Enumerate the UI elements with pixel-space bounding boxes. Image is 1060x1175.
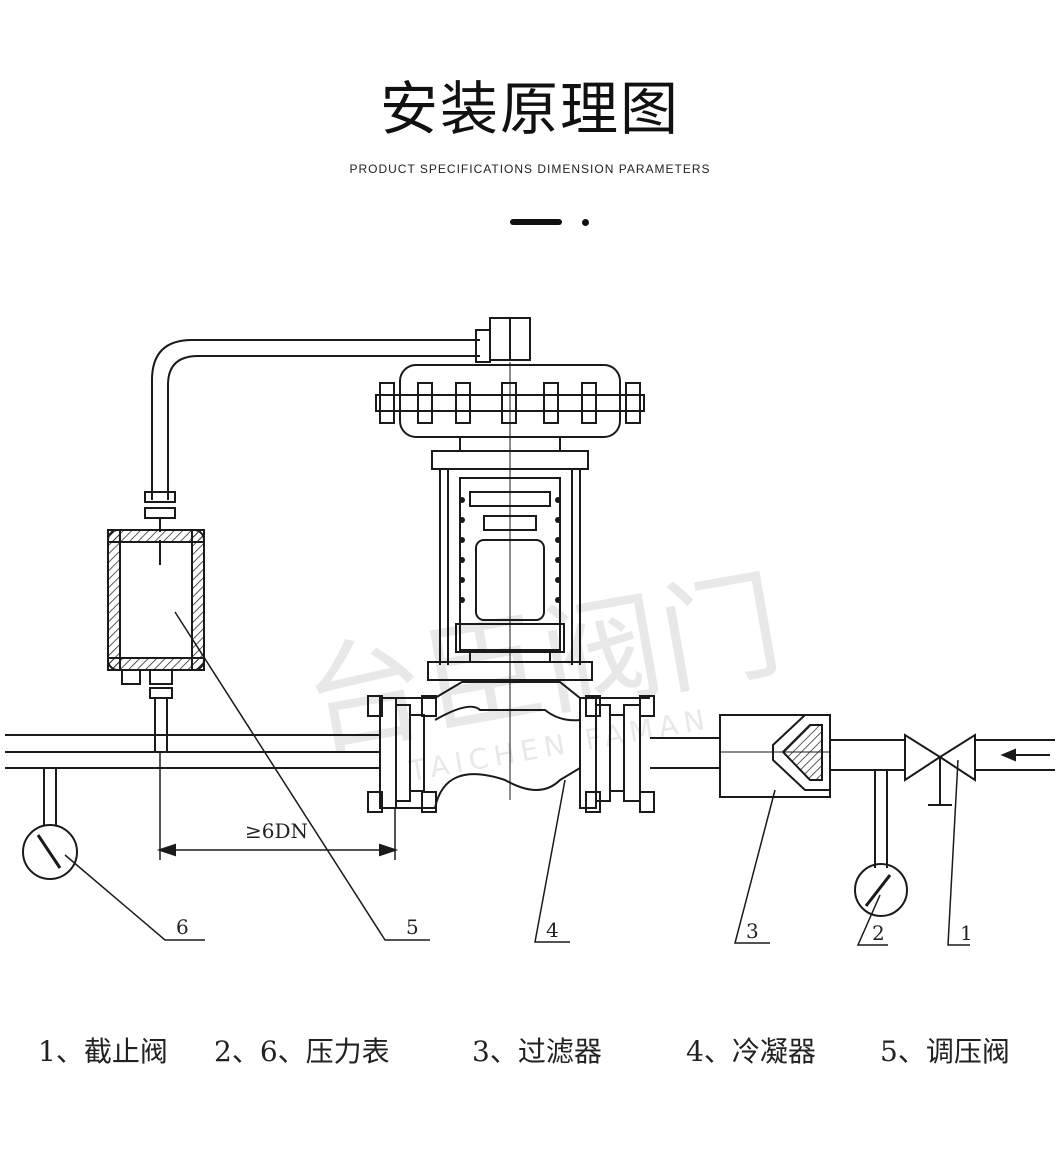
dimension-line <box>156 752 399 860</box>
legend-item-filter: 3、过滤器 <box>472 1035 602 1068</box>
dimension-label: ≥6DN <box>245 819 308 843</box>
callout-3: 3 <box>746 919 759 943</box>
callout-4: 4 <box>546 918 559 942</box>
impulse-line <box>144 317 531 532</box>
divider-dot <box>582 219 589 226</box>
page-subtitle: PRODUCT SPECIFICATIONS DIMENSION PARAMET… <box>349 162 711 176</box>
callout-2: 2 <box>872 921 885 945</box>
main-pipeline <box>5 734 1055 771</box>
legend-item-stop-valve: 1、截止阀 <box>38 1035 168 1068</box>
spring-coils <box>459 497 561 603</box>
legend: 1、截止阀 2、6、压力表 3、过滤器 4、冷凝器 5、调压阀 <box>0 1030 1060 1080</box>
callout-6: 6 <box>176 915 189 939</box>
page-title: 安装原理图 <box>379 75 680 143</box>
callout-1: 1 <box>960 921 973 945</box>
legend-item-condenser: 4、冷凝器 <box>686 1035 816 1068</box>
title-divider <box>510 217 590 227</box>
leader-lines <box>64 611 970 946</box>
actuator-bolts <box>379 382 641 424</box>
stop-valve <box>904 733 976 806</box>
valve-body <box>367 681 655 813</box>
legend-item-pressure-gauge: 2、6、压力表 <box>214 1035 390 1068</box>
pressure-gauge-2 <box>854 770 908 917</box>
pressure-gauge-6 <box>22 768 78 880</box>
flow-arrow-icon <box>1000 748 1050 762</box>
condenser-tank <box>107 529 205 752</box>
filter <box>719 714 831 798</box>
divider-bar <box>510 219 562 225</box>
legend-item-regulating-valve: 5、调压阀 <box>880 1035 1010 1068</box>
valve-actuator <box>375 362 645 800</box>
callout-5: 5 <box>406 915 419 939</box>
